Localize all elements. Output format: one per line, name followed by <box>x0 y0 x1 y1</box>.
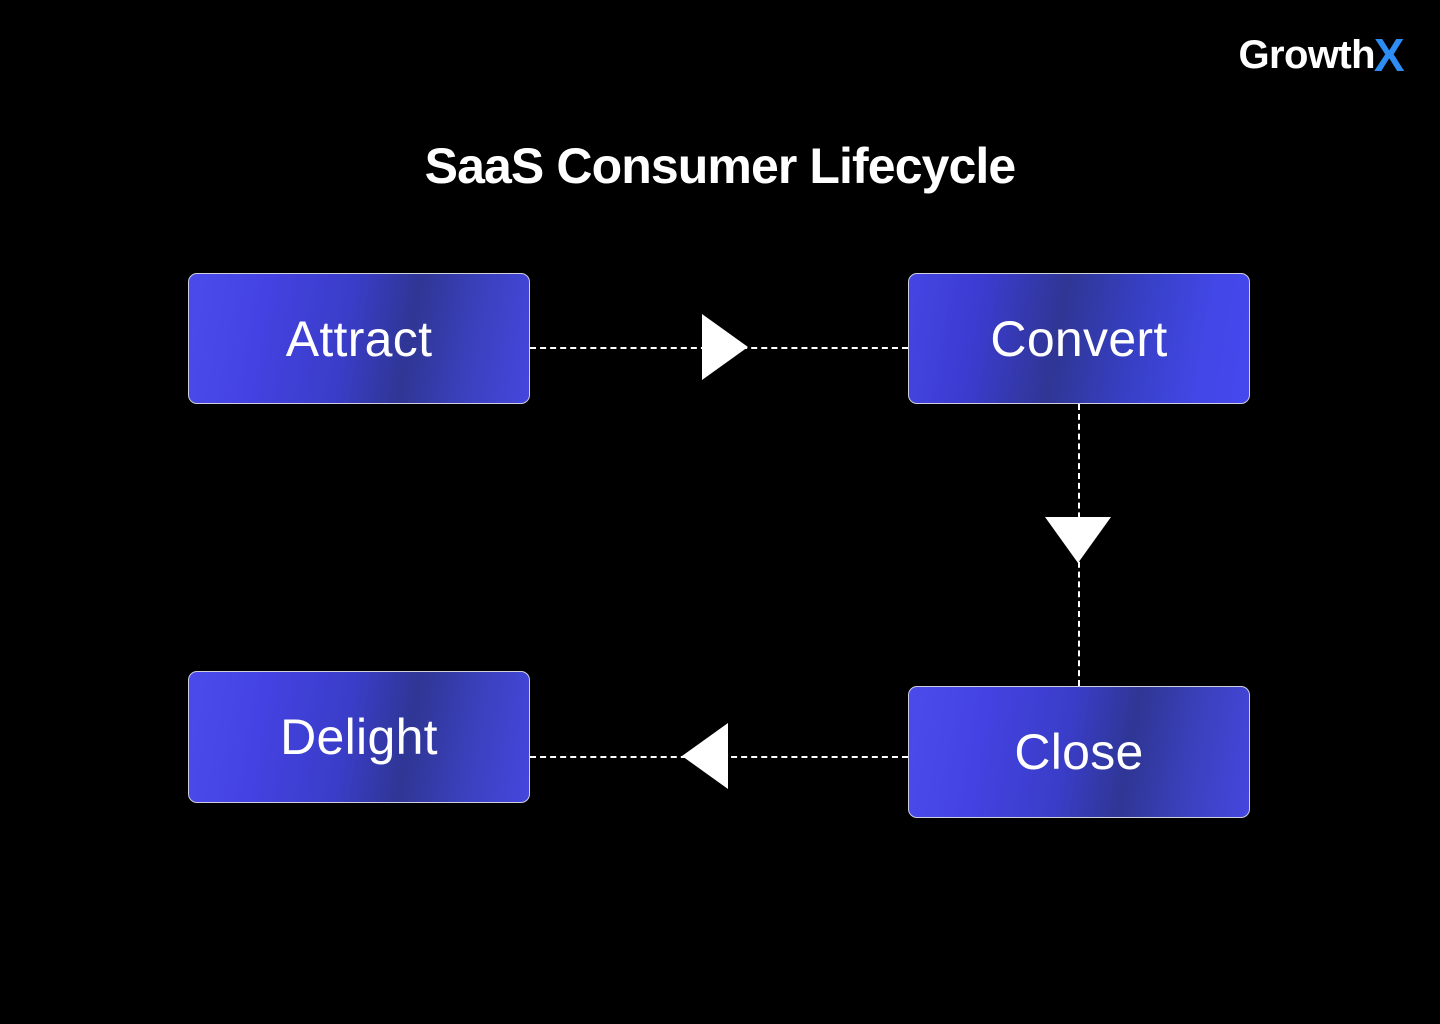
stage-node-delight[interactable]: Delight <box>188 671 530 803</box>
arrow-right-icon <box>702 314 748 380</box>
arrow-down-icon <box>1045 517 1111 563</box>
growthx-logo: GrowthX <box>1238 29 1405 78</box>
page-title: SaaS Consumer Lifecycle <box>424 137 1017 194</box>
arrow-left-icon <box>682 723 728 789</box>
stage-label-delight: Delight <box>280 709 438 765</box>
stage-node-attract[interactable]: Attract <box>188 273 530 404</box>
logo-wordmark-growth: Growth <box>1238 33 1376 77</box>
stage-node-close[interactable]: Close <box>908 686 1250 818</box>
stage-node-convert[interactable]: Convert <box>908 273 1250 404</box>
logo-x-icon: X <box>1373 29 1405 81</box>
stage-label-attract: Attract <box>285 310 433 367</box>
stage-label-close: Close <box>1014 724 1144 780</box>
stage-label-convert: Convert <box>990 310 1168 367</box>
